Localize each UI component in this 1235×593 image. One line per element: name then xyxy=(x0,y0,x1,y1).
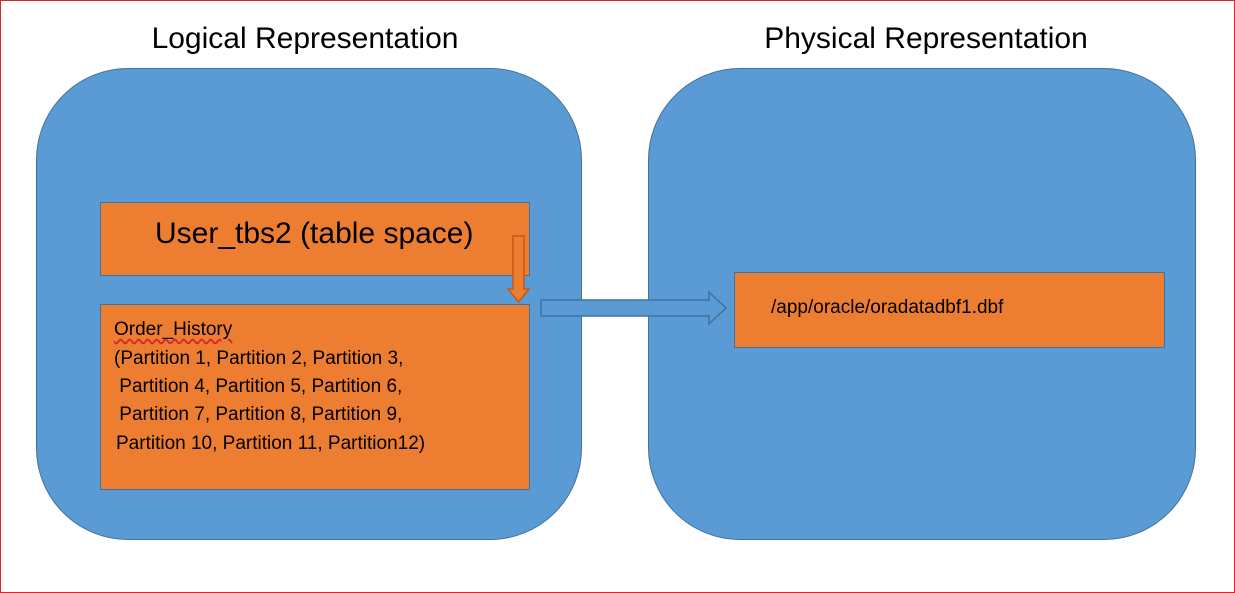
partition-line: Partition 10, Partition 11, Partition12) xyxy=(116,433,426,454)
table-name: Order_History xyxy=(114,319,233,340)
partition-line: Partition 4, Partition 5, Partition 6, xyxy=(114,376,403,397)
order-history-box: Order_History (Partition 1, Partition 2,… xyxy=(100,304,530,490)
tablespace-box: User_tbs2 (table space) xyxy=(100,202,530,276)
right-arrow-icon xyxy=(540,290,728,326)
datafile-box: /app/oracle/oradatadbf1.dbf xyxy=(734,272,1165,348)
partition-line: Partition 7, Partition 8, Partition 9, xyxy=(114,404,403,425)
partition-line: (Partition 1, Partition 2, Partition 3, xyxy=(114,348,404,369)
datafile-label: /app/oracle/oradatadbf1.dbf xyxy=(771,297,1004,318)
tablespace-label: User_tbs2 (table space) xyxy=(155,217,474,250)
physical-title: Physical Representation xyxy=(764,22,1088,55)
down-arrow-icon xyxy=(506,235,531,304)
logical-title: Logical Representation xyxy=(151,22,459,55)
